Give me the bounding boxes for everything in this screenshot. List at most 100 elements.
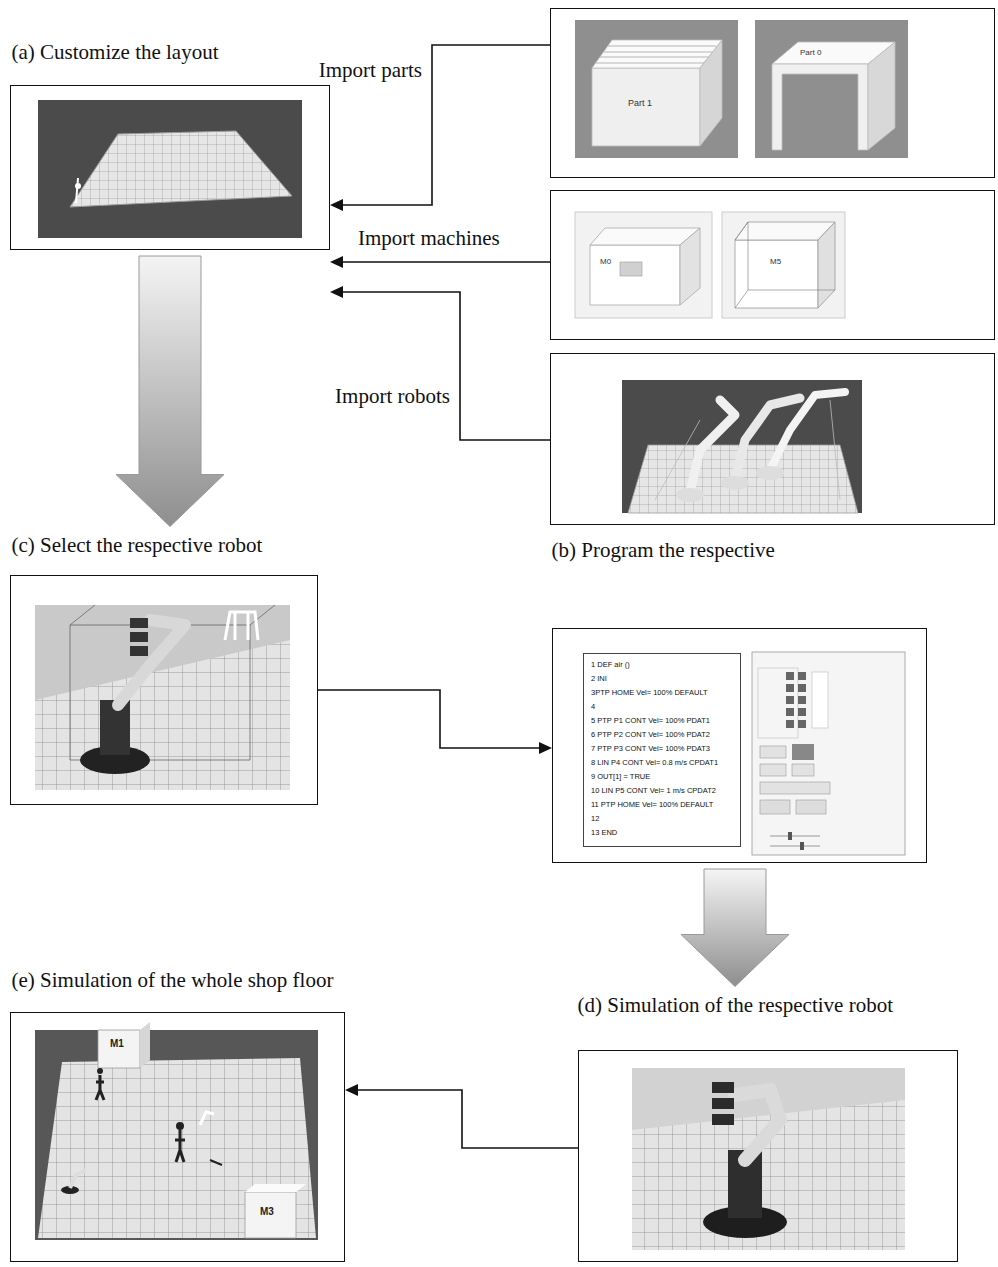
robots-image-part xyxy=(676,488,704,502)
arrow-head xyxy=(539,742,552,754)
image-label: M3 xyxy=(260,1206,274,1217)
connector xyxy=(318,690,552,754)
connector-line xyxy=(343,292,550,440)
select-robot-screenshot-part xyxy=(35,605,290,790)
programming-panel-part xyxy=(786,672,794,680)
image-label: Part 1 xyxy=(628,98,652,108)
code-line: 9 OUT[1] = TRUE xyxy=(591,770,733,784)
code-line: 2 INI xyxy=(591,672,733,686)
programming-panel-part xyxy=(792,744,814,760)
image-label: M0 xyxy=(600,257,611,266)
shop-floor-screenshot-part xyxy=(70,1170,86,1188)
shop-floor-screenshot-part xyxy=(245,1192,296,1238)
programming-panel-part xyxy=(800,842,804,850)
robots-image-part xyxy=(735,398,800,480)
shop-floor-screenshot-part xyxy=(38,1058,316,1238)
panel-heading: (a) Customize the layout xyxy=(12,40,219,64)
code-line: 8 LIN P4 CONT Vel= 0.8 m/s CPDAT1 xyxy=(591,756,733,770)
programming-panel-part xyxy=(786,720,794,728)
layout-screenshot-part xyxy=(38,100,302,238)
shop-floor-screenshot-part xyxy=(200,1112,214,1125)
parts-panel xyxy=(550,8,995,178)
code-line: 13 END xyxy=(591,826,733,840)
programming-panel-part xyxy=(786,684,794,692)
robot-simulation-panel: (d) Simulation of the respective robot xyxy=(578,1050,958,1262)
machine-images-part xyxy=(680,228,700,305)
code-line: 6 PTP P2 CONT Vel= 100% PDAT2 xyxy=(591,728,733,742)
programming-panel-part xyxy=(770,836,820,837)
select-robot-screenshot xyxy=(35,605,290,790)
programming-panel-part xyxy=(798,672,806,680)
machine-images-part xyxy=(735,240,818,308)
image-label: Part 0 xyxy=(800,48,821,57)
parts-images-part xyxy=(592,68,700,146)
shop-floor-screenshot-part xyxy=(98,1030,140,1068)
panel-heading: (b) Program the respective xyxy=(552,538,775,562)
program-panel: (b) Program the respective1 DEF air ()2 … xyxy=(552,628,927,863)
programming-panel-part xyxy=(798,696,806,704)
robots-image-part xyxy=(770,392,845,470)
connector-line xyxy=(358,1090,578,1148)
layout-screenshot xyxy=(38,100,302,238)
parts-images-part xyxy=(700,40,722,146)
machine-images-part xyxy=(620,262,642,276)
programming-panel-part xyxy=(760,746,786,758)
programming-panel-part xyxy=(760,764,786,776)
programming-panel-part xyxy=(752,652,905,855)
robots-image-part xyxy=(721,476,749,490)
code-line: 5 PTP P1 CONT Vel= 100% PDAT1 xyxy=(591,714,733,728)
parts-images-part xyxy=(592,40,722,68)
block-arrow xyxy=(116,256,224,527)
robots-image-part xyxy=(655,400,840,500)
edge-label: Import machines xyxy=(356,226,502,250)
connector xyxy=(116,256,224,527)
machine-images-part xyxy=(575,212,712,318)
robot-simulation-screenshot-part xyxy=(632,1100,905,1250)
shop-floor-screenshot-part xyxy=(210,1160,222,1165)
code-line: 3PTP HOME Vel= 100% DEFAULT xyxy=(591,686,733,700)
edge-label: Import parts xyxy=(317,58,424,82)
shop-floor-screenshot-part xyxy=(175,1130,185,1162)
parts-images-part xyxy=(772,64,868,150)
machine-images xyxy=(575,212,845,318)
connector xyxy=(330,256,550,268)
connector-line xyxy=(318,690,539,748)
parts-images-part xyxy=(575,20,738,158)
code-line: 10 LIN P5 CONT Vel= 1 m/s CPDAT2 xyxy=(591,784,733,798)
shop-floor-screenshot-part xyxy=(35,1030,318,1240)
code-listing: 1 DEF air ()2 INI3PTP HOME Vel= 100% DEF… xyxy=(583,653,741,847)
shop-floor-screenshot-part xyxy=(96,1075,104,1100)
robots-image-part xyxy=(756,466,784,480)
edge-label: Import robots xyxy=(333,384,452,408)
layout-screenshot-part xyxy=(70,131,292,207)
shop-floor-screenshot-part xyxy=(176,1122,184,1130)
programming-panel-part xyxy=(760,782,830,794)
machine-images-part xyxy=(735,222,835,308)
panel-heading: (d) Simulation of the respective robot xyxy=(578,993,894,1017)
parts-images xyxy=(575,20,908,158)
programming-panel xyxy=(752,652,905,855)
arrow-head xyxy=(330,199,343,211)
select-robot-screenshot-part xyxy=(130,618,148,628)
programming-panel-part xyxy=(798,720,806,728)
programming-panel-part xyxy=(760,800,790,814)
programming-panel-part xyxy=(770,846,820,847)
robots-panel xyxy=(550,353,995,525)
robot-simulation-screenshot-part xyxy=(632,1068,905,1250)
parts-images-part xyxy=(755,20,908,158)
select-robot-screenshot-part xyxy=(225,612,258,640)
arrow-head xyxy=(345,1084,358,1096)
parts-images-part xyxy=(868,42,895,150)
machine-images-part xyxy=(590,245,680,305)
select-robot-screenshot-part xyxy=(35,640,290,790)
shop-floor-screenshot-part xyxy=(97,1068,103,1074)
robots-image-part xyxy=(622,380,862,513)
programming-panel-part xyxy=(792,764,814,776)
select-robot-screenshot-part xyxy=(130,646,148,656)
select-robot-screenshot-part xyxy=(130,632,148,642)
programming-panel-part xyxy=(798,684,806,692)
arrow-head xyxy=(330,256,343,268)
panel-heading: (e) Simulation of the whole shop floor xyxy=(12,968,334,992)
block-arrow xyxy=(681,869,789,987)
